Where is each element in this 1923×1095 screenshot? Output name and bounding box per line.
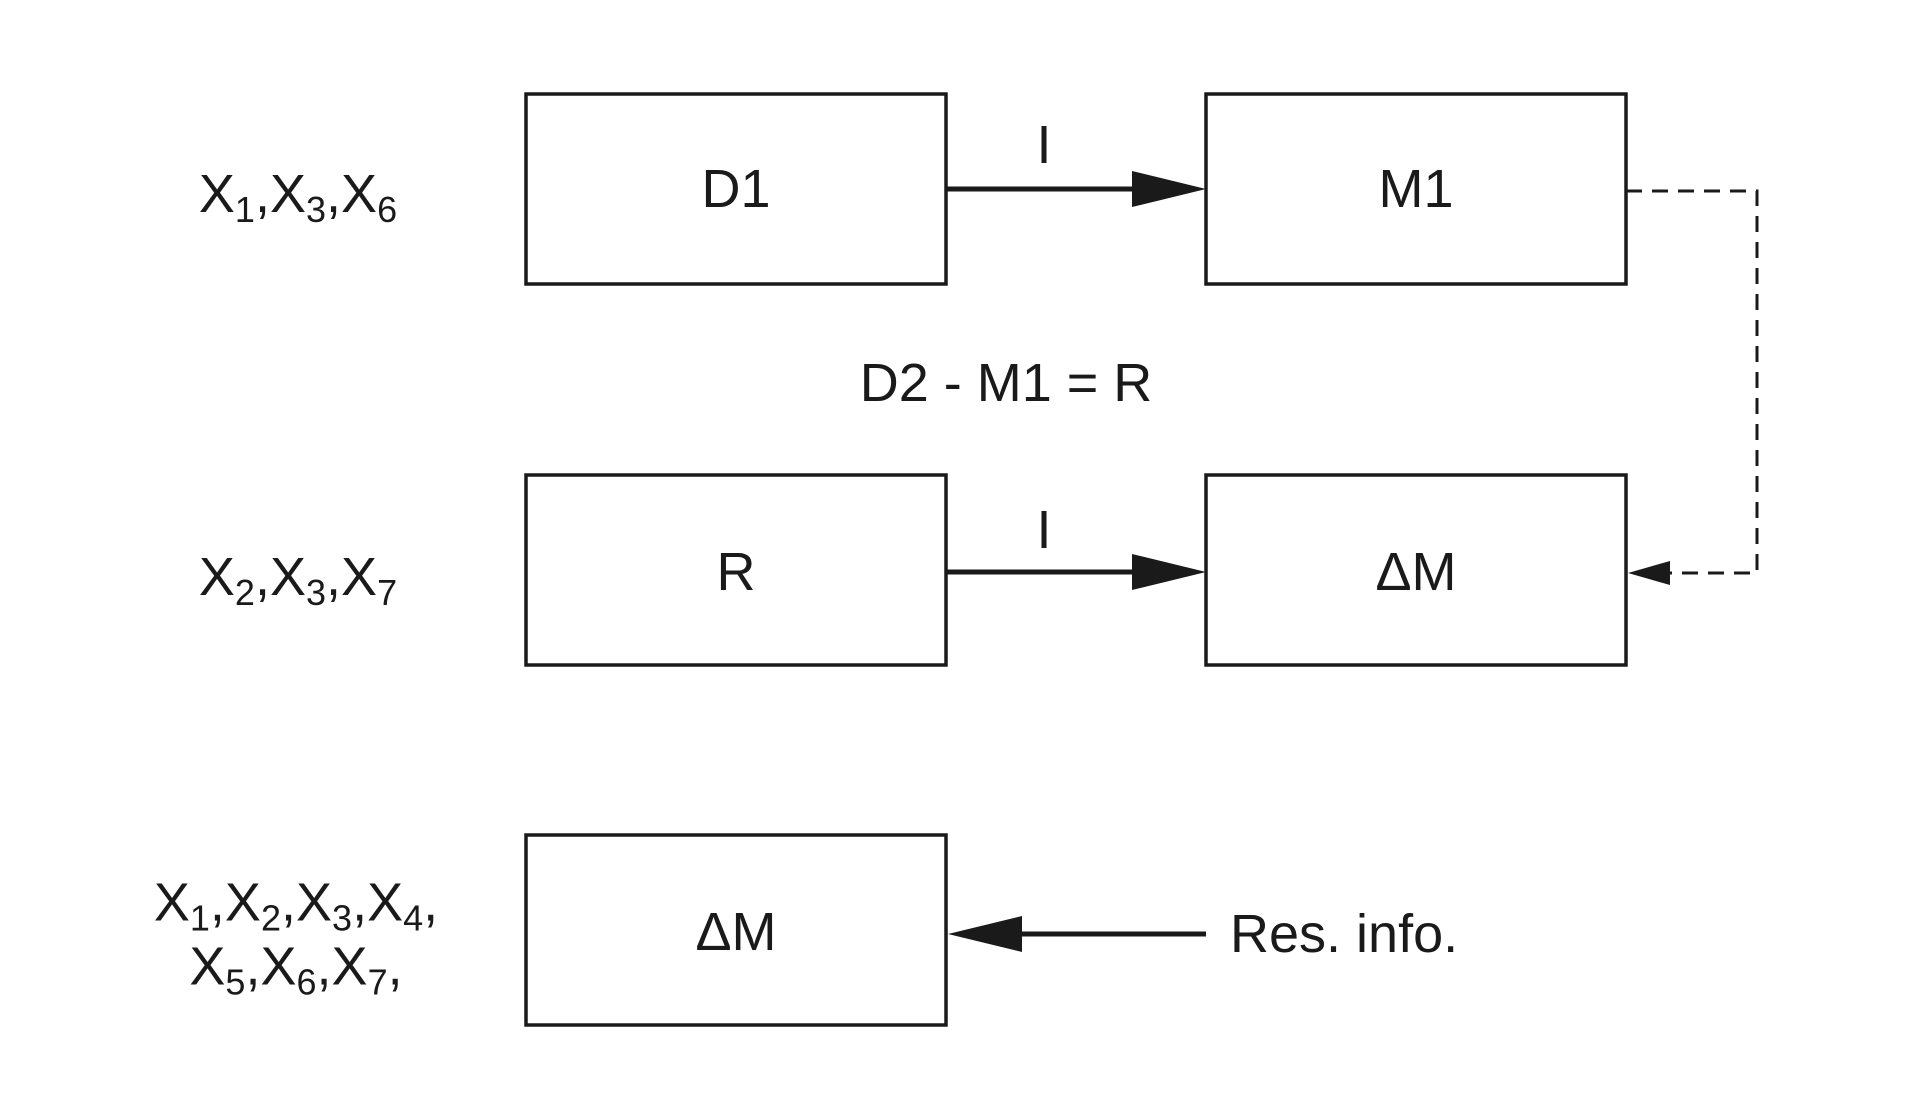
- arrow-d1-m1-head: [1132, 171, 1206, 207]
- variable-symbol: X: [270, 547, 306, 607]
- variable-symbol: X: [332, 936, 368, 996]
- variable-symbol: X: [270, 164, 306, 224]
- variable-symbol: X: [341, 164, 377, 224]
- variables-row-1: X1,X3,X6: [199, 163, 397, 227]
- variable-subscript: 5: [225, 961, 245, 1002]
- variable-symbol: X: [225, 872, 261, 932]
- variable-symbol: X: [367, 872, 403, 932]
- variable-subscript: 3: [332, 897, 352, 938]
- box-delta-m-bottom-label: ΔM: [695, 905, 776, 959]
- variable-subscript: 6: [377, 189, 397, 230]
- variable-subscript: 3: [306, 189, 326, 230]
- variable-symbol: X: [341, 547, 377, 607]
- variable-subscript: 2: [235, 572, 255, 613]
- box-r-label: R: [717, 545, 756, 599]
- variable-symbol: X: [189, 936, 225, 996]
- variable-subscript: 1: [190, 897, 210, 938]
- variable-subscript: 7: [368, 961, 388, 1002]
- variable-subscript: 4: [403, 897, 423, 938]
- variables-row-2: X2,X3,X7: [199, 546, 397, 610]
- arrow-r-delta-m-head: [1132, 554, 1206, 590]
- arrow-top-label: I: [1036, 118, 1051, 172]
- variable-subscript: 7: [377, 572, 397, 613]
- variable-subscript: 6: [296, 961, 316, 1002]
- variable-symbol: X: [154, 872, 190, 932]
- arrow-res-info-head: [948, 916, 1022, 952]
- variables-row-3: X1,X2,X3,X4,X5,X6,X7,: [154, 871, 438, 998]
- variable-symbol: X: [199, 164, 235, 224]
- dashed-feedback-head: [1628, 561, 1670, 585]
- variable-symbol: X: [199, 547, 235, 607]
- box-delta-m-top-label: ΔM: [1375, 545, 1456, 599]
- variable-symbol: X: [296, 872, 332, 932]
- variables-line: X5,X6,X7,: [154, 935, 438, 999]
- equation-label: D2 - M1 = R: [860, 356, 1153, 410]
- variable-symbol: X: [260, 936, 296, 996]
- dashed-feedback-line: [1626, 191, 1757, 573]
- variables-line: X1,X3,X6: [199, 163, 397, 227]
- box-d1-label: D1: [701, 162, 770, 216]
- variables-line: X1,X2,X3,X4,: [154, 871, 438, 935]
- box-m1-label: M1: [1378, 162, 1453, 216]
- variable-subscript: 2: [261, 897, 281, 938]
- arrow-middle-label: I: [1036, 503, 1051, 557]
- variable-subscript: 3: [306, 572, 326, 613]
- res-info-label: Res. info.: [1230, 907, 1458, 961]
- variable-subscript: 1: [235, 189, 255, 230]
- variables-line: X2,X3,X7: [199, 546, 397, 610]
